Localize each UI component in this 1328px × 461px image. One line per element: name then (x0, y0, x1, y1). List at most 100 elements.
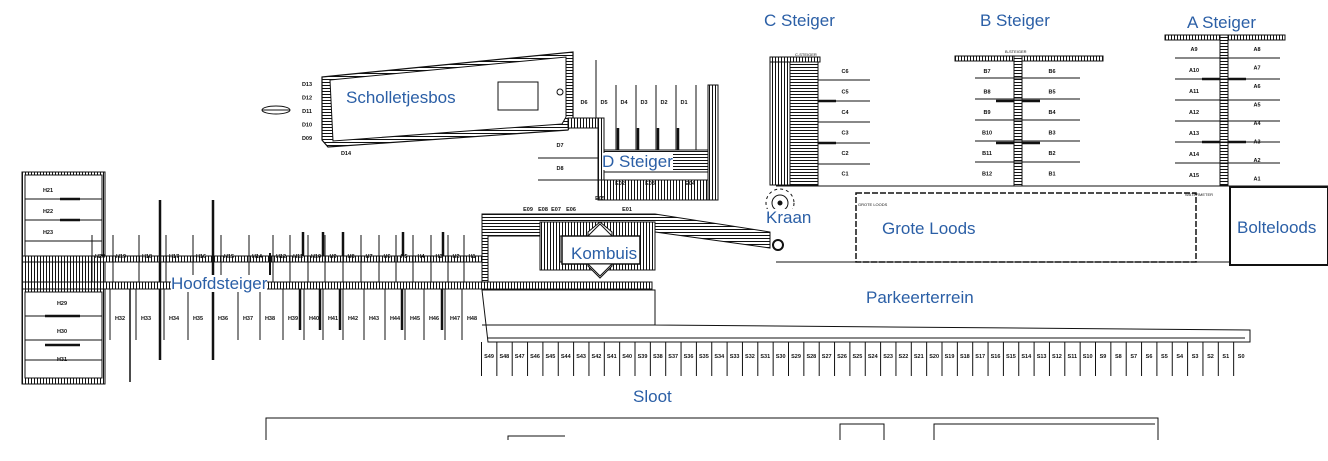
berth-label-S37: S37 (668, 354, 678, 360)
berth-label-H38: H38 (265, 316, 275, 322)
berth-label-C2: C2 (841, 151, 848, 157)
berth-label-H3: H3 (435, 254, 442, 260)
berth-label-S41: S41 (607, 354, 617, 360)
berth-label-A4: A4 (1253, 121, 1261, 127)
berth-label-S48: S48 (499, 354, 509, 360)
berth-label-S12: S12 (1052, 354, 1062, 360)
berth-label-E04: E04 (685, 181, 696, 187)
berth-label-S7: S7 (1130, 354, 1137, 360)
berth-label-S35: S35 (699, 354, 709, 360)
c-steiger-label: C Steiger (764, 11, 835, 30)
berth-label-C1: C1 (841, 172, 848, 178)
berth-label-H42: H42 (348, 316, 358, 322)
berth-label-A9: A9 (1190, 47, 1197, 53)
berth-label-H11: H11 (293, 254, 303, 260)
berth-label-E01: E01 (622, 207, 632, 213)
berth-label-S2: S2 (1207, 354, 1214, 360)
sloot-label: Sloot (633, 387, 672, 406)
berth-label-H33: H33 (141, 316, 151, 322)
berth-label-S6: S6 (1146, 354, 1153, 360)
berth-label-H14: H14 (252, 254, 263, 260)
s-shoreline (481, 289, 1251, 343)
berth-label-B8: B8 (983, 90, 990, 96)
berth-label-A15: A15 (1189, 173, 1199, 179)
berth-label-S10: S10 (1083, 354, 1093, 360)
berth-label-S27: S27 (822, 354, 832, 360)
berth-label-S40: S40 (622, 354, 632, 360)
berth-label-H1: H1 (468, 254, 475, 260)
berth-label-S34: S34 (714, 354, 725, 360)
c-steiger-small-label: C-STEIGER (795, 52, 817, 57)
berth-label-C4: C4 (841, 110, 849, 116)
berth-label-H47: H47 (450, 316, 460, 322)
berth-label-H8: H8 (347, 254, 354, 260)
berth-label-A11: A11 (1189, 89, 1199, 95)
scholletjesbos-label: Scholletjesbos (346, 88, 456, 107)
grote-loods-label: Grote Loods (882, 219, 976, 238)
berth-label-H29: H29 (57, 301, 67, 307)
berth-label-S14: S14 (1021, 354, 1032, 360)
berth-label-S36: S36 (684, 354, 694, 360)
berth-label-H12: H12 (276, 254, 286, 260)
berth-label-H22: H22 (43, 209, 53, 215)
berth-label-S19: S19 (945, 354, 955, 360)
berth-label-H23: H23 (43, 230, 53, 236)
a-steiger-label: A Steiger (1187, 13, 1256, 32)
grote-loods-building (855, 192, 1197, 263)
berth-label-S38: S38 (653, 354, 663, 360)
berth-label-A1: A1 (1253, 177, 1260, 183)
berth-label-S47: S47 (515, 354, 525, 360)
berth-label-A10: A10 (1189, 68, 1199, 74)
berth-label-S44: S44 (561, 354, 572, 360)
berth-label-D14: D14 (341, 151, 352, 157)
berth-label-A14: A14 (1189, 152, 1200, 158)
berth-label-S11: S11 (1068, 354, 1077, 360)
b-steiger-pier (954, 55, 1104, 62)
berth-label-H37: H37 (243, 316, 253, 322)
berth-label-S43: S43 (576, 354, 586, 360)
berth-label-H31: H31 (57, 357, 67, 363)
berth-label-A3: A3 (1253, 140, 1260, 146)
berth-label-D7: D7 (556, 143, 563, 149)
berth-label-A12: A12 (1189, 110, 1199, 116)
berth-label-E05: E05 (595, 196, 605, 202)
watermeter-label: WATERMETER (1185, 192, 1213, 197)
berth-label-S18: S18 (960, 354, 970, 360)
kraan-label: Kraan (766, 208, 812, 227)
bolteloods-building (1229, 186, 1328, 266)
berth-label-S4: S4 (1176, 354, 1184, 360)
berth-label-A13: A13 (1189, 131, 1199, 137)
berth-label-C3: C3 (841, 131, 848, 137)
berth-label-E08: E08 (538, 207, 548, 213)
berth-label-S24: S24 (868, 354, 879, 360)
berth-label-H20: H20 (95, 254, 105, 260)
berth-label-A2: A2 (1253, 158, 1260, 164)
berth-label-H34: H34 (169, 316, 180, 322)
berth-label-D5: D5 (600, 100, 607, 106)
berth-label-S5: S5 (1161, 354, 1168, 360)
berth-label-S33: S33 (730, 354, 740, 360)
berth-label-B4: B4 (1048, 110, 1056, 116)
berth-label-S13: S13 (1037, 354, 1047, 360)
berth-label-H39: H39 (288, 316, 298, 322)
b-steiger-small-label: B-STEIGER (1005, 49, 1027, 54)
berth-label-S20: S20 (929, 354, 939, 360)
berth-label-H4: H4 (417, 254, 425, 260)
berth-label-B1: B1 (1048, 172, 1055, 178)
berth-label-H15: H15 (224, 254, 234, 260)
berth-label-D2: D2 (660, 100, 667, 106)
berth-label-S16: S16 (991, 354, 1001, 360)
bolteloods-label: Bolteloods (1237, 218, 1317, 237)
berth-label-D4: D4 (620, 100, 628, 106)
berth-label-S25: S25 (853, 354, 863, 360)
berth-label-S49: S49 (484, 354, 494, 360)
berth-label-B11: B11 (982, 151, 992, 157)
berth-label-H43: H43 (369, 316, 379, 322)
berth-label-E03: E03 (645, 181, 655, 187)
berth-label-S30: S30 (776, 354, 786, 360)
berth-label-A7: A7 (1253, 66, 1260, 72)
berth-label-H44: H44 (390, 316, 401, 322)
grote-loods-small-label: GROTE LOODS (858, 202, 888, 207)
berth-label-H6: H6 (383, 254, 390, 260)
berth-label-H21: H21 (43, 188, 53, 194)
